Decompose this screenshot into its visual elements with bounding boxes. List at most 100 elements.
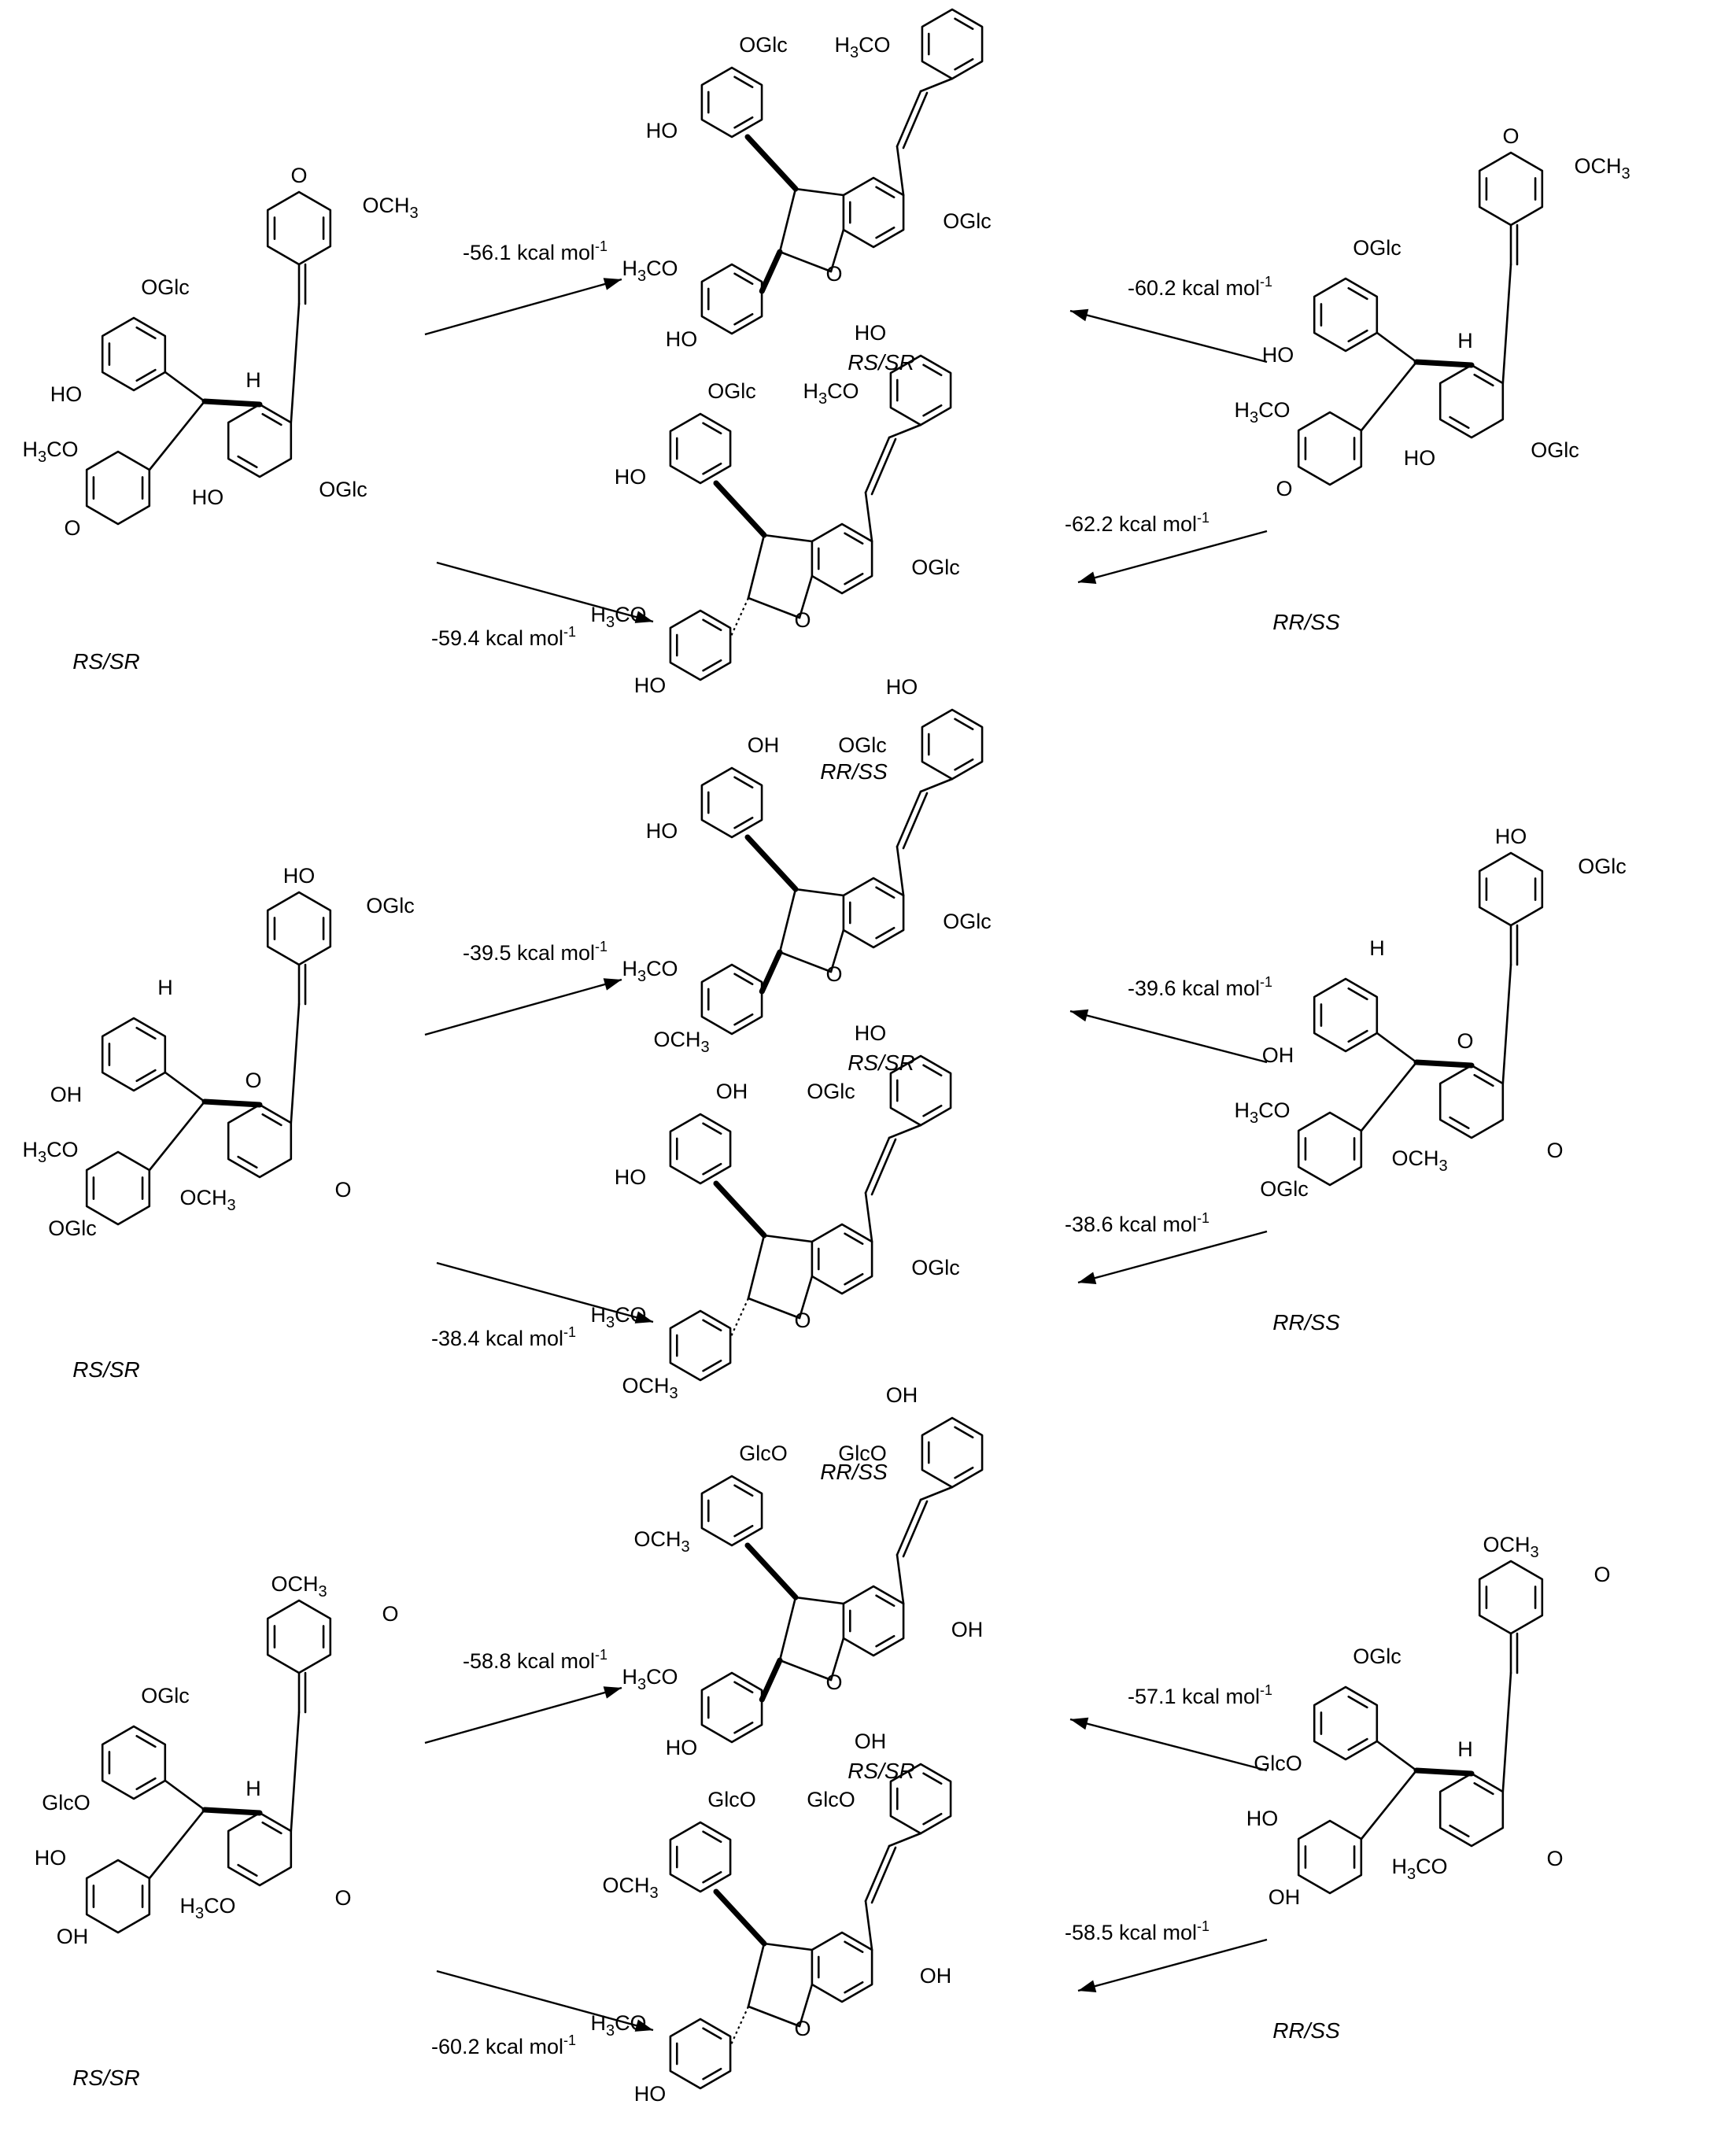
furan-oxygen: O <box>825 262 842 286</box>
row2-energy-right-top: -39.6 kcal mol-1 <box>1128 974 1272 1000</box>
row3-right-carbonyl-oxygen: OH <box>1269 1885 1301 1909</box>
row2-left-hydrogen-atom: O <box>245 1069 261 1092</box>
row2-left-stereo-label: RS/SR <box>72 1357 140 1382</box>
row1-energy-left-bottom: -59.4 kcal mol-1 <box>431 624 576 650</box>
furan-oxygen: O <box>794 1309 811 1332</box>
row3-product-1-methoxy-group: GlcO <box>838 1442 887 1465</box>
row1-energy-right-top: -60.2 kcal mol-1 <box>1128 274 1272 300</box>
row1-product-1-hydroxy-group: HO <box>646 119 678 142</box>
row1-product-2-hydroxy-group: HO <box>855 321 887 345</box>
row1-arrow-left-top <box>424 278 622 336</box>
row3-right-hydroxy-group: GlcO <box>1254 1752 1302 1775</box>
row3-product-2-glucoside-group: GlcO <box>707 1788 756 1811</box>
row3-left-carbonyl-oxygen: OH <box>57 1925 89 1948</box>
row2-product-1-hydroxy-group: OCH3​ <box>653 1028 709 1056</box>
row1-left-methoxy-group: H3​CO <box>22 437 78 466</box>
row3-right-stereo-label: RR/SS <box>1272 2018 1340 2043</box>
row3-arrow-right-top <box>1069 1717 1268 1772</box>
row3-product-1-glucoside-group: OH <box>951 1618 984 1641</box>
row3-right-methoxy-group: O <box>1594 1563 1610 1586</box>
row2-product-1-glucoside-group: OH <box>748 733 780 757</box>
row2-right-methoxy-group: H3​CO <box>1234 1098 1290 1127</box>
row1-product-1-glucoside-group: OGlc <box>739 33 788 57</box>
row3-left-carbonyl-oxygen: OCH3​ <box>271 1572 327 1600</box>
row2-product-1-methoxy-group: OGlc <box>838 733 887 757</box>
row2-arrow-left-top <box>424 978 622 1036</box>
row1-product-2-stereo-label: RR/SS <box>820 759 888 784</box>
row2-product-1-glucoside-group: OGlc <box>943 910 992 933</box>
row2-product-2-hydroxy-group: HO <box>615 1165 647 1189</box>
furan-oxygen: O <box>794 2017 811 2040</box>
row2-product-2-hydroxy-group: OCH3​ <box>622 1374 678 1402</box>
row3-energy-left-bottom: -60.2 kcal mol-1 <box>431 2032 576 2058</box>
row1-left-glucoside-group: OGlc <box>319 478 367 501</box>
row2-right-hydroxy-group: OCH3​ <box>1391 1146 1447 1175</box>
row3-left-hydroxy-group: GlcO <box>42 1791 90 1815</box>
row2-right-methoxy-group: OGlc <box>1578 855 1627 878</box>
row3-right-hydroxy-group: H3​CO <box>1391 1855 1447 1883</box>
row3-product-1-hydroxy-group: OCH3​ <box>633 1527 689 1556</box>
row2-left-methoxy-group: H3​CO <box>22 1138 78 1166</box>
row3-energy-left-top: -58.8 kcal mol-1 <box>463 1647 607 1673</box>
row2-left-glucoside-group: O <box>334 1178 351 1202</box>
row3-product-2-hydroxy-group: OH <box>855 1730 887 1753</box>
row2-product-1-stereo-label: RS/SR <box>848 1050 915 1075</box>
row3-left-hydroxy-group: H3​CO <box>179 1894 235 1922</box>
row2-right-carbonyl-oxygen: OGlc <box>1260 1177 1309 1201</box>
furan-oxygen: O <box>825 962 842 986</box>
row2-right-glucoside-group: O <box>1546 1139 1563 1162</box>
row2-left-methoxy-group: OGlc <box>366 894 415 917</box>
row3-left-methoxy-group: O <box>382 1602 398 1626</box>
row3-product-2-hydroxy-group: OCH3​ <box>602 1874 658 1902</box>
row2-arrow-right-top <box>1069 1009 1268 1064</box>
row1-product-1-methoxy-group: H3​CO <box>834 33 890 61</box>
row2-left-glucoside-group: H <box>157 976 173 999</box>
row2-product-2-glucoside-group: OGlc <box>911 1256 960 1279</box>
furan-oxygen: O <box>825 1671 842 1694</box>
row3-right-glucoside-group: OGlc <box>1353 1645 1401 1668</box>
row3-left-hydrogen-atom: H <box>246 1777 261 1800</box>
row2-right-glucoside-group: H <box>1369 936 1385 960</box>
row3-product-2-hydroxy-group: HO <box>634 2082 667 2106</box>
row2-left-carbonyl-oxygen: HO <box>283 864 316 888</box>
row3-right-hydrogen-atom: H <box>1457 1737 1473 1761</box>
row1-right-carbonyl-oxygen: O <box>1276 477 1292 500</box>
row2-energy-left-top: -39.5 kcal mol-1 <box>463 939 607 965</box>
row1-right-hydrogen-atom: H <box>1457 329 1473 353</box>
row2-product-1-methoxy-group: H3​CO <box>622 957 678 985</box>
row2-left-hydroxy-group: OCH3​ <box>179 1186 235 1214</box>
row3-left-glucoside-group: O <box>334 1886 351 1910</box>
row2-right-stereo-label: RR/SS <box>1272 1310 1340 1335</box>
row1-product-1-methoxy-group: H3​CO <box>622 257 678 285</box>
row2-right-hydroxy-group: OH <box>1262 1043 1294 1067</box>
row3-product-1-stereo-label: RS/SR <box>848 1759 915 1783</box>
row3-product-2-methoxy-group: GlcO <box>807 1788 855 1811</box>
row3-energy-right-bottom: -58.5 kcal mol-1 <box>1065 1918 1209 1944</box>
row3-left-stereo-label: RS/SR <box>72 2066 140 2090</box>
row3-arrow-left-top <box>424 1686 622 1744</box>
row2-product-2-hydroxy-group: HO <box>855 1021 887 1045</box>
row1-left-stereo-label: RS/SR <box>72 649 140 674</box>
row2-left-hydroxy-group: OH <box>50 1083 83 1106</box>
row3-arrow-right-bottom <box>1077 1938 1268 1992</box>
row1-energy-right-bottom: -62.2 kcal mol-1 <box>1065 510 1209 536</box>
row1-product-2-methoxy-group: H3​CO <box>803 379 859 408</box>
row2-product-1-hydroxy-group: HO <box>646 819 678 843</box>
row1-energy-left-top: -56.1 kcal mol-1 <box>463 238 607 264</box>
row2-product-2-glucoside-group: OH <box>716 1080 748 1103</box>
row1-product-2-hydroxy-group: HO <box>634 674 667 697</box>
row1-left-methoxy-group: OCH3​ <box>362 194 418 222</box>
row2-right-hydrogen-atom: O <box>1457 1029 1473 1053</box>
row1-product-1-glucoside-group: OGlc <box>943 209 992 233</box>
